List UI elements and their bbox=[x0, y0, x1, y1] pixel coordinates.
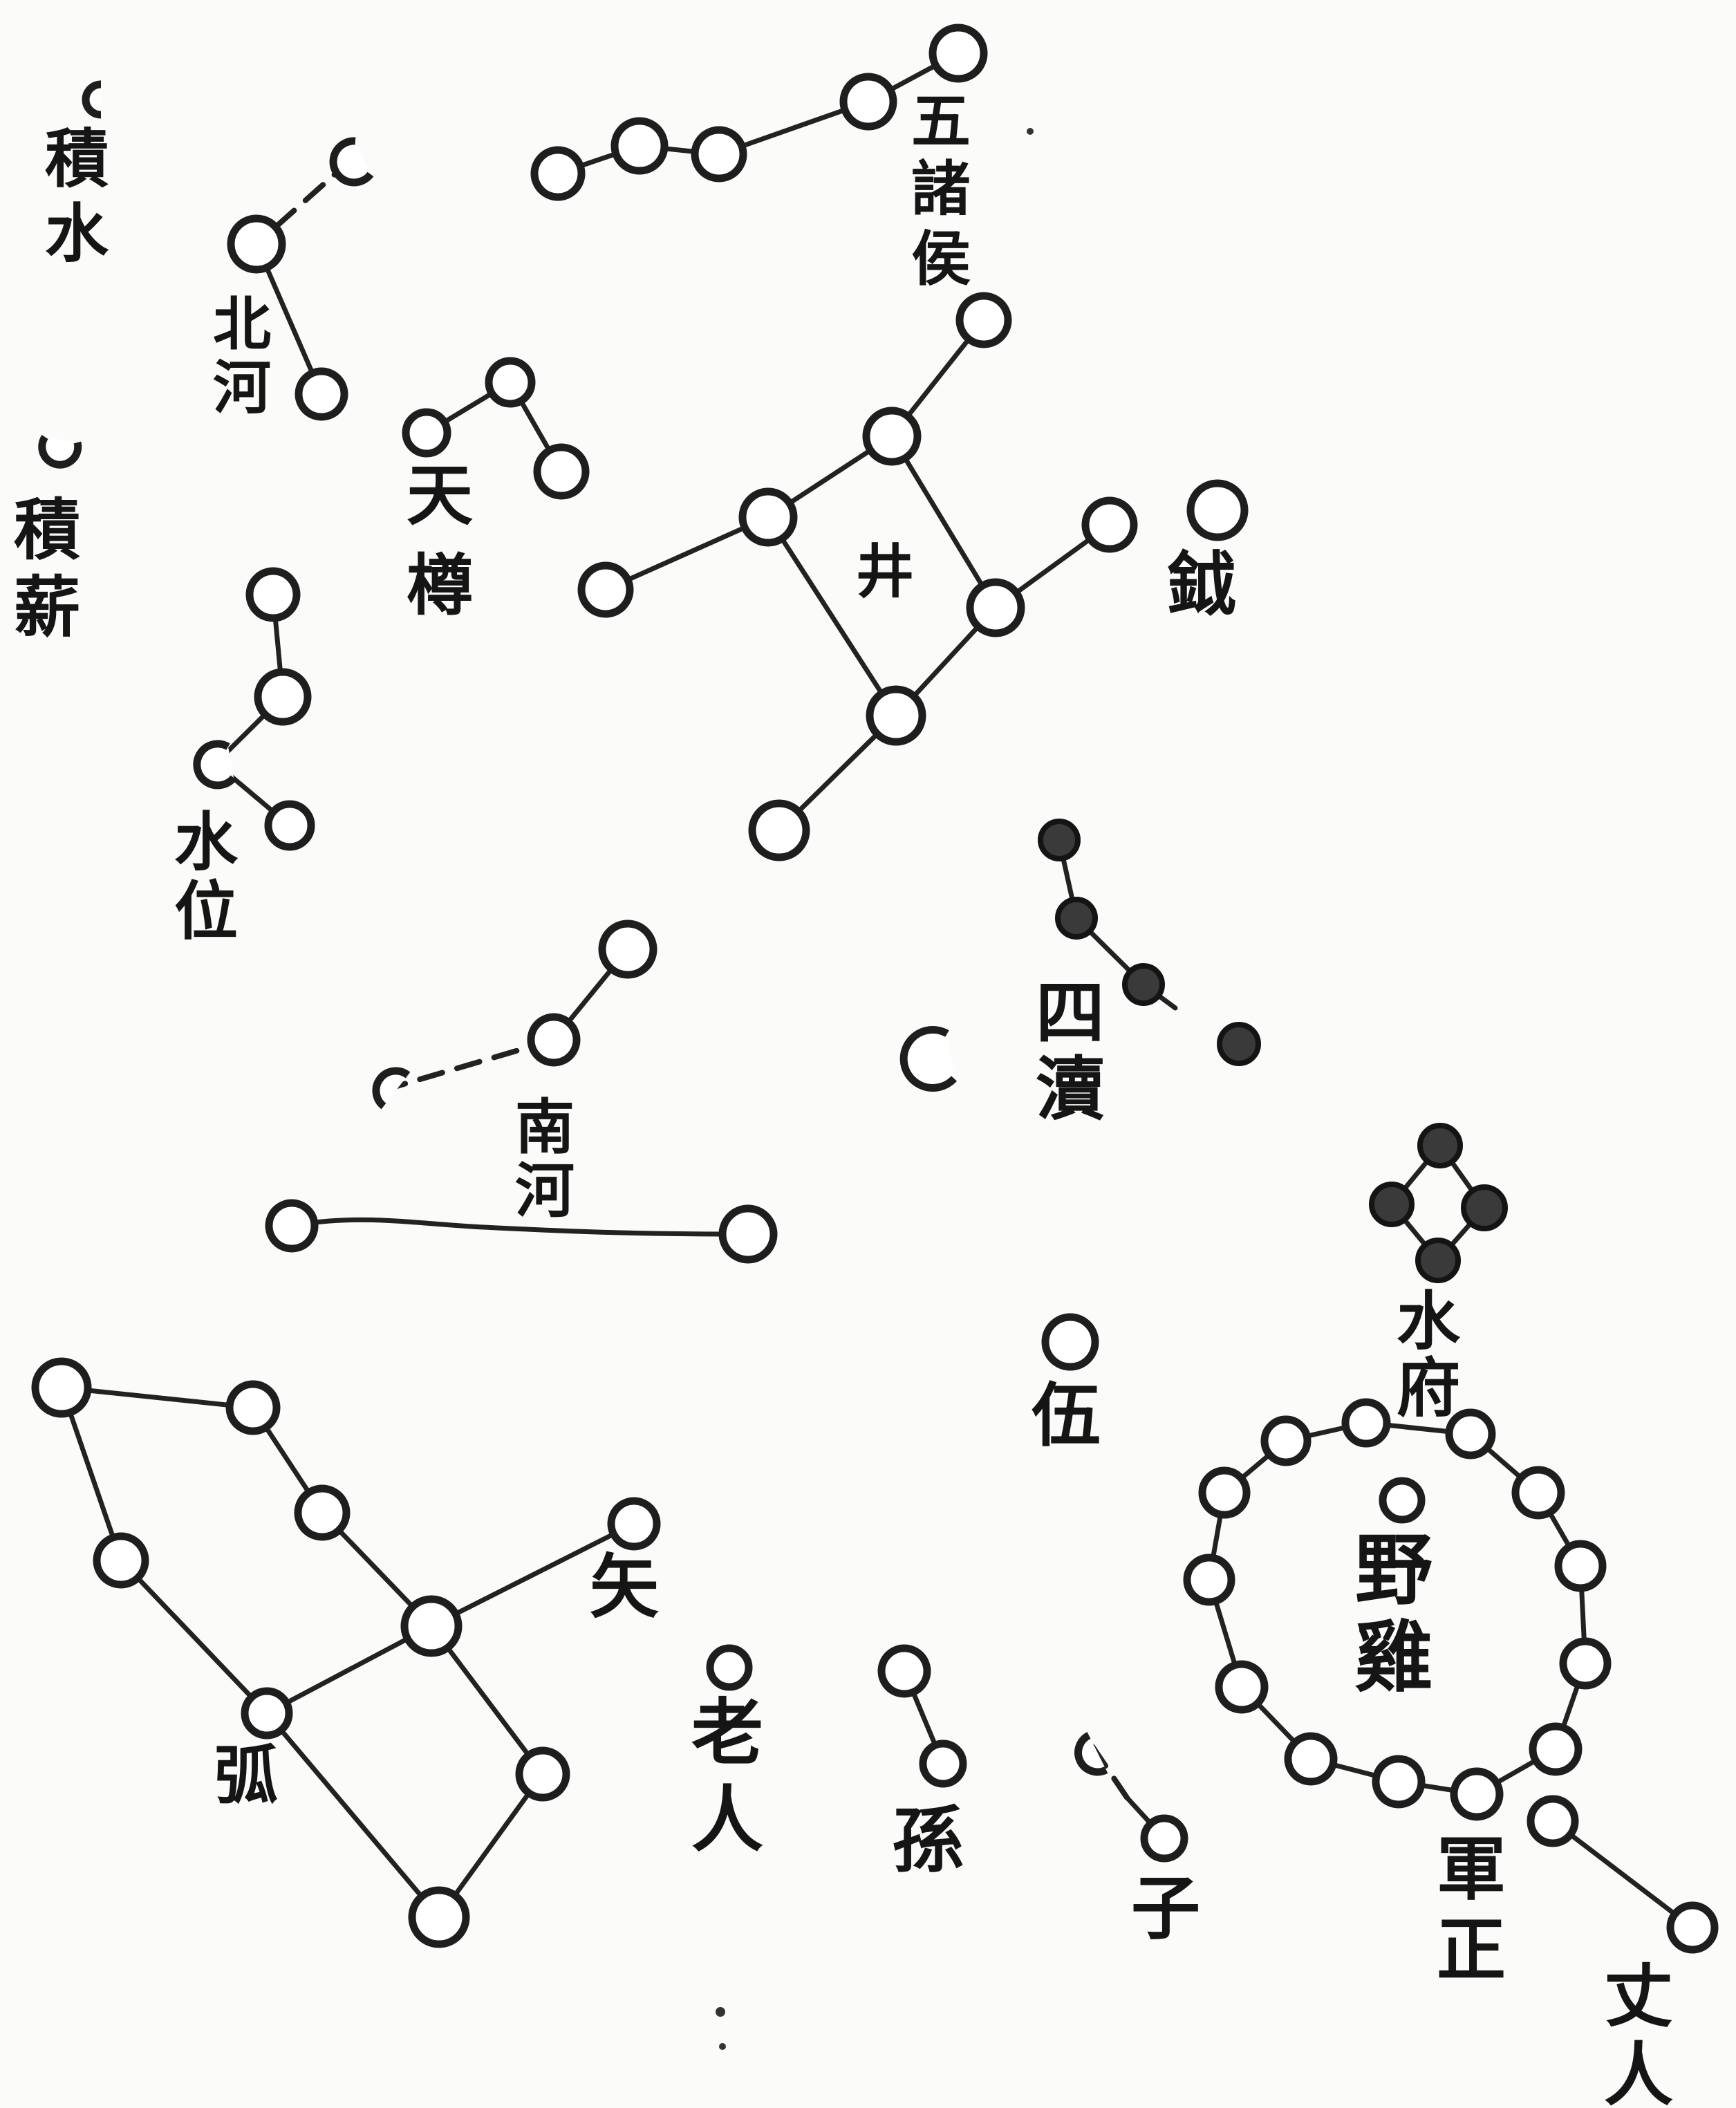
zhangren-line bbox=[1553, 1821, 1692, 1928]
label-jing: 井 bbox=[856, 537, 914, 606]
label-shuifu-1: 水 bbox=[1397, 1284, 1461, 1359]
label-junzheng-2: 正 bbox=[1437, 1909, 1506, 1990]
label-nanhe-1: 南 bbox=[515, 1092, 575, 1162]
label-beihe-1: 北 bbox=[213, 290, 271, 358]
label-shi: 矢 bbox=[590, 1546, 659, 1627]
hu-shi-lines bbox=[62, 1388, 634, 1917]
label-di: 伍 bbox=[1032, 1374, 1101, 1456]
label-yue: 鉞 bbox=[1167, 543, 1236, 625]
label-laoren-2: 人 bbox=[691, 1777, 763, 1862]
label-wuzhuhou-2: 諸 bbox=[911, 154, 971, 224]
label-shuiwei-1: 水 bbox=[174, 805, 239, 879]
label-jixin-1: 積 bbox=[14, 491, 80, 569]
label-jishui-2: 水 bbox=[45, 196, 109, 271]
shuifu-stars bbox=[1372, 1126, 1505, 1280]
label-sidu-1: 四 bbox=[1036, 972, 1105, 1054]
label-wuzhuhou-1: 五 bbox=[911, 86, 971, 156]
label-zi: 子 bbox=[1131, 1867, 1200, 1949]
label-jishui-1: 積 bbox=[45, 122, 109, 196]
open-star-near-sidu bbox=[904, 1029, 954, 1088]
shi-star bbox=[611, 1501, 657, 1547]
zi-stars bbox=[1079, 1735, 1184, 1858]
label-sidu-2: 瀆 bbox=[1036, 1048, 1105, 1130]
jixin-star bbox=[42, 437, 78, 465]
label-junzheng-1: 軍 bbox=[1437, 1828, 1506, 1910]
label-jixin-2: 薪 bbox=[14, 568, 80, 646]
laoren-star bbox=[710, 1648, 749, 1687]
jishui-star bbox=[86, 84, 101, 115]
hu-stars bbox=[35, 1361, 657, 1944]
label-hu: 弧 bbox=[214, 1738, 278, 1813]
label-tianzun-1: 天 bbox=[407, 456, 473, 534]
label-tianzun-2: 樽 bbox=[407, 546, 473, 624]
label-yeji-1: 野 bbox=[1355, 1525, 1432, 1616]
yeji-center-star bbox=[1383, 1481, 1421, 1520]
label-wuzhuhou-3: 侯 bbox=[911, 224, 971, 294]
label-yeji-2: 雞 bbox=[1355, 1612, 1432, 1703]
label-nanhe-2: 河 bbox=[515, 1156, 575, 1226]
label-laoren-1: 老 bbox=[691, 1690, 763, 1775]
label-zhangren-2: 人 bbox=[1604, 2034, 1673, 2108]
label-zhangren-1: 丈 bbox=[1604, 1955, 1673, 2037]
label-sun: 孫 bbox=[892, 1798, 964, 1883]
yue-star bbox=[1191, 483, 1244, 537]
label-shuiwei-2: 位 bbox=[174, 874, 238, 949]
di-star bbox=[1045, 1317, 1095, 1367]
label-beihe-2: 河 bbox=[213, 353, 271, 422]
labels: 積 水 北 河 五 諸 侯 積 薪 天 樽 井 鉞 水 位 四 瀆 南 河 水 … bbox=[14, 86, 1673, 2108]
label-shuifu-2: 府 bbox=[1397, 1351, 1460, 1426]
asterism-lines bbox=[62, 53, 1692, 1928]
